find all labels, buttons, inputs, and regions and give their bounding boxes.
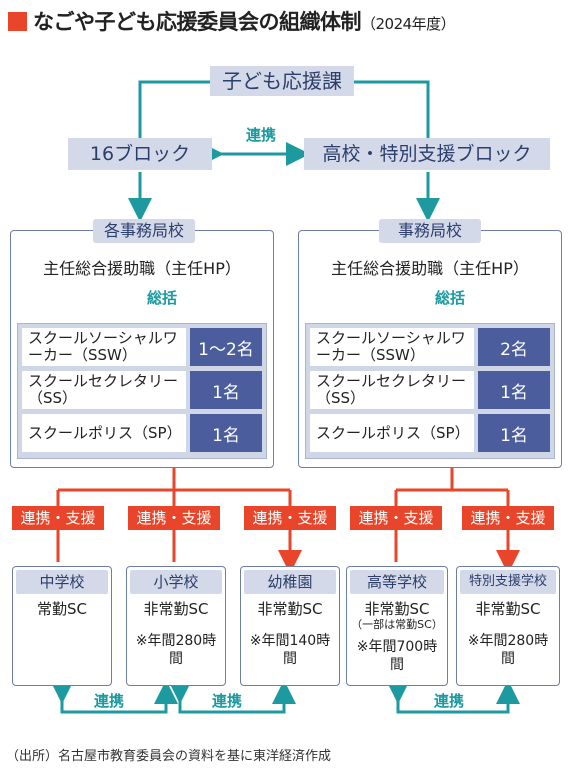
school-sc: 非常勤SC [257,600,323,618]
support-badge-4: 連携・支援 [350,506,442,530]
block-left-box: 16ブロック [68,138,212,170]
school-title: 小学校 [130,570,222,594]
right-summary-label: 総括 [435,289,466,307]
school-title: 高等学校 [350,570,444,594]
bottom-link-3 [386,680,520,714]
left-panel-head: 主任総合援助職（主任HP） [43,259,241,278]
left-role-ss: スクールセクレタリー（SS）1名 [22,371,262,409]
right-role-sp: スクールポリス（SP）1名 [310,414,550,452]
left-role-ssw: スクールソーシャルワーカー（SSW）1〜2名 [22,328,262,366]
right-roles-group: スクールソーシャルワーカー（SSW）2名 スクールセクレタリー（SS）1名 スク… [305,323,555,459]
right-panel-title: 事務局校 [379,219,481,243]
school-note: ※年間280時間 [467,633,549,667]
left-role-sp: スクールポリス（SP）1名 [22,414,262,452]
support-tree-right [394,467,510,558]
right-office-panel: 事務局校 主任総合援助職（主任HP） 総括 スクールソーシャルワーカー（SSW）… [298,219,562,468]
school-sub: （一部は常勤SC） [351,618,443,631]
support-badge-2: 連携・支援 [128,506,220,530]
left-panel-title: 各事務局校 [93,219,195,243]
top-right-line [354,80,430,138]
school-sc: 非常勤SC [143,600,209,618]
school-title: 幼稚園 [244,570,336,594]
right-role-ssw: スクールソーシャルワーカー（SSW）2名 [310,328,550,366]
school-title: 特別支援学校 [460,570,556,594]
left-roles-group: スクールソーシャルワーカー（SSW）1〜2名 スクールセクレタリー（SS）1名 … [17,323,267,459]
school-special-support: 特別支援学校 非常勤SC ※年間280時間 [456,566,560,686]
support-badge-3: 連携・支援 [244,506,336,530]
support-badge-1: 連携・支援 [12,506,104,530]
right-panel-head: 主任総合援助職（主任HP） [331,259,529,278]
title-year: （2024年度） [361,15,456,33]
bottom-link-2 [168,680,296,714]
school-high: 高等学校 非常勤SC （一部は常勤SC） ※年間700時間 [346,566,448,686]
page-title: なごや子ども応援委員会の組織体制（2024年度） [8,6,456,36]
bottom-link-label-2: 連携 [212,692,243,710]
school-elementary: 小学校 非常勤SC ※年間280時間 [126,566,226,686]
school-title: 中学校 [16,570,108,594]
left-office-panel: 各事務局校 主任総合援助職（主任HP） 総括 スクールソーシャルワーカー（SSW… [10,219,274,468]
source-note: （出所）名古屋市教育委員会の資料を基に東洋経済作成 [6,749,332,764]
school-sc: 非常勤SC [364,600,430,618]
school-junior-high: 中学校 常勤SC [12,566,112,686]
bottom-link-1 [50,680,178,714]
bottom-link-label-3: 連携 [434,692,465,710]
school-sc: 常勤SC [37,600,87,618]
support-badge-5: 連携・支援 [462,506,554,530]
school-note: ※年間700時間 [356,639,438,673]
left-summary-label: 総括 [147,289,178,307]
top-dept-box: 子ども応援課 [210,66,354,96]
school-note: ※年間140時間 [249,633,331,667]
block-link-label: 連携 [245,126,276,144]
right-role-ss: スクールセクレタリー（SS）1名 [310,371,550,409]
block-right-box: 高校・特別支援ブロック [304,138,550,170]
school-kindergarten: 幼稚園 非常勤SC ※年間140時間 [240,566,340,686]
bottom-link-label-1: 連携 [94,692,125,710]
top-left-line [138,80,210,138]
school-sc: 非常勤SC [475,600,541,618]
title-square-icon [8,12,27,31]
school-note: ※年間280時間 [135,633,217,667]
